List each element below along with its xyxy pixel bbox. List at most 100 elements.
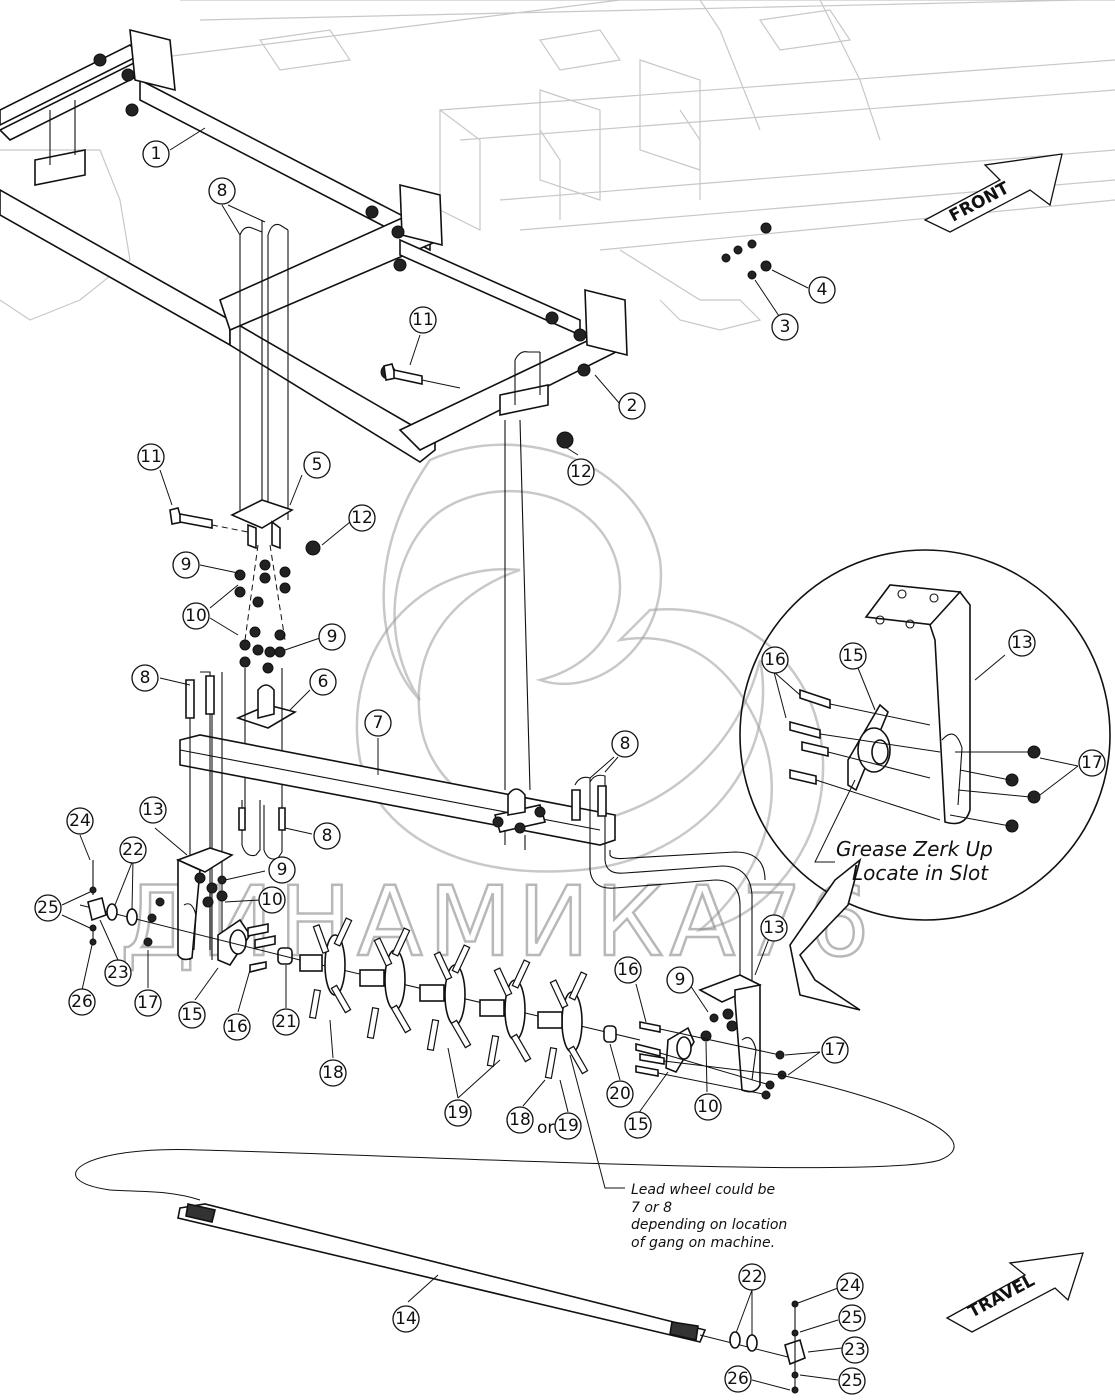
svg-text:26: 26 [71,992,93,1012]
callout-9: 9 [172,551,200,579]
svg-text:17: 17 [1081,753,1103,773]
nut-stack [234,544,291,674]
svg-text:19: 19 [557,1116,579,1136]
callout-13: 13 [1008,629,1036,657]
svg-text:23: 23 [844,1340,866,1360]
watermark-text: ДИНАМИКА76 [120,866,875,978]
svg-text:8: 8 [620,734,631,754]
callout-15: 15 [178,1001,206,1029]
callout-1: 1 [142,140,170,168]
svg-text:18: 18 [322,1063,344,1083]
svg-text:11: 11 [412,310,434,330]
u-bolts-8-lower [238,800,286,860]
callout-17: 17 [1078,749,1106,777]
frame-tube-1 [0,44,621,463]
callout-12: 12 [567,458,595,486]
nut-12-left [305,540,321,556]
callout-20: 20 [606,1080,634,1108]
svg-text:9: 9 [181,555,192,575]
spacer-20 [603,1025,617,1043]
svg-text:4: 4 [817,280,828,300]
svg-text:16: 16 [226,1017,248,1037]
callout-22: 22 [738,1263,766,1291]
svg-text:25: 25 [37,898,59,918]
bolt-11-upper [383,363,461,389]
callout-22: 22 [119,836,147,864]
svg-text:of gang on machine.: of gang on machine. [631,1235,775,1251]
callout-24: 24 [66,807,94,835]
callout-21: 21 [272,1008,300,1036]
detail-pointer-arrow [789,857,862,1011]
svg-text:10: 10 [697,1097,719,1117]
svg-text:12: 12 [351,508,373,528]
svg-text:8: 8 [322,826,333,846]
bracket-13-left [175,847,234,961]
callout-9: 9 [666,966,694,994]
callout-23: 23 [841,1336,869,1364]
front-arrow: FRONT [923,153,1063,233]
svg-text:13: 13 [763,918,785,938]
wheel-19-b [419,944,472,1051]
callout-3: 3 [771,313,799,341]
svg-text:Locate in Slot: Locate in Slot [852,861,989,885]
svg-text:25: 25 [841,1371,863,1391]
mount-plates [129,28,628,357]
callout-11: 11 [137,443,165,471]
callout-10: 10 [258,886,286,914]
svg-text:13: 13 [142,800,164,820]
nut-17-left-b [147,913,157,923]
svg-text:26: 26 [727,1369,749,1389]
callout-23: 23 [104,959,132,987]
callout-2: 2 [618,392,646,420]
u-bolts-8-left [185,671,223,960]
plate-5 [230,499,294,550]
plate-6 [235,668,298,820]
svg-text:22: 22 [741,1267,763,1287]
svg-text:3: 3 [780,317,791,337]
svg-text:9: 9 [675,970,686,990]
svg-text:10: 10 [261,890,283,910]
background-frame [0,0,1115,331]
wheel-19-a [359,927,412,1039]
wheel-18-or-19 [537,971,589,1079]
svg-text:16: 16 [764,650,786,670]
callout-18: 18 [319,1059,347,1087]
svg-text:14: 14 [395,1309,417,1329]
callout-17: 17 [821,1036,849,1064]
frame-bolts [93,53,772,449]
callout-24: 24 [836,1272,864,1300]
callout-10: 10 [694,1093,722,1121]
callout-7: 7 [364,709,392,737]
callout-8: 8 [611,730,639,758]
svg-text:24: 24 [69,811,91,831]
callout-25: 25 [838,1367,866,1395]
note-grease-zerk: Grease Zerk Up Locate in Slot [836,837,993,885]
svg-text:depending on location: depending on location [631,1217,787,1233]
svg-text:24: 24 [839,1276,861,1296]
callout-9: 9 [318,623,346,651]
nut-17-left-c [143,937,153,947]
callout-15: 15 [839,642,867,670]
callout-25: 25 [838,1304,866,1332]
svg-text:2: 2 [627,396,638,416]
callout-12: 12 [348,504,376,532]
svg-text:10: 10 [185,606,207,626]
svg-text:7 or 8: 7 or 8 [631,1200,672,1216]
callout-19: 19 [444,1099,472,1127]
wheel-18 [299,917,353,1020]
svg-text:15: 15 [842,646,864,666]
callout-5: 5 [303,451,331,479]
svg-text:Grease Zerk Up: Grease Zerk Up [836,837,993,861]
svg-text:1: 1 [151,144,162,164]
svg-text:5: 5 [312,455,323,475]
svg-text:12: 12 [570,462,592,482]
callout-8: 8 [208,177,236,205]
bolt-11-left [169,507,249,533]
svg-text:15: 15 [627,1115,649,1135]
svg-text:6: 6 [318,672,329,692]
callout-13: 13 [139,796,167,824]
u-bolt-rods-upper [239,220,289,520]
svg-text:8: 8 [140,668,151,688]
svg-text:17: 17 [824,1040,846,1060]
wheel-19-c [479,959,532,1067]
